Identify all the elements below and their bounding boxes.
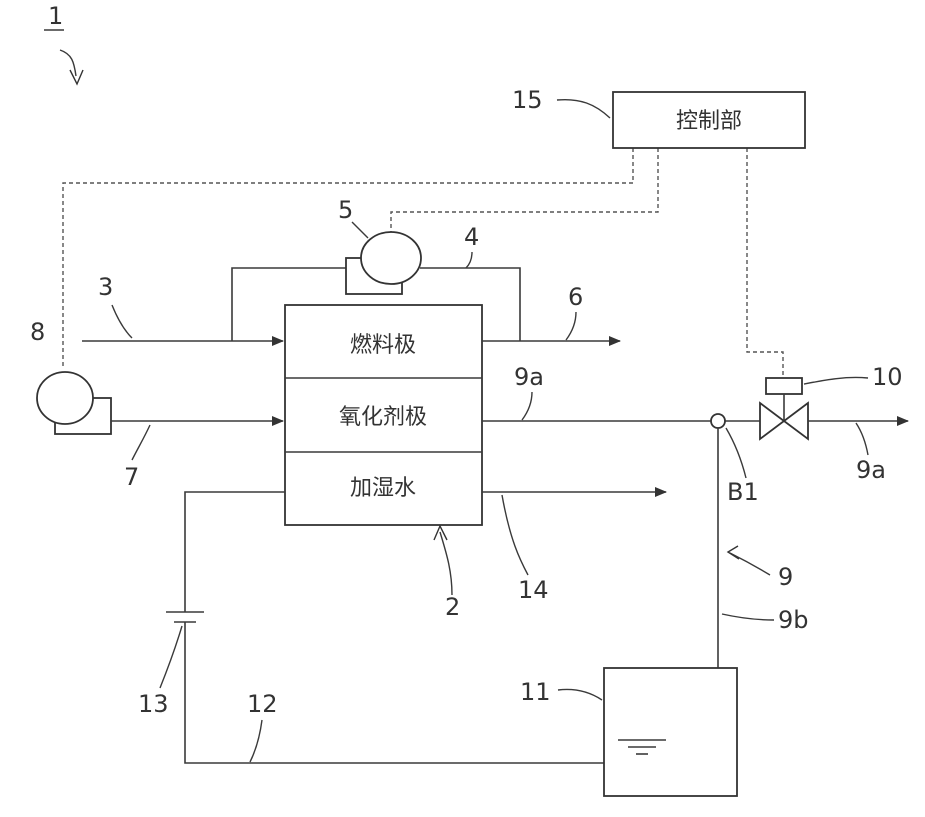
valve-body-left: [760, 403, 784, 439]
label-6-leader: [566, 312, 576, 340]
label-10-leader: [804, 377, 868, 384]
drain-line: 9a B1 10 9a 9 9b: [482, 363, 908, 668]
label-9a-upstream: 9a: [514, 363, 544, 391]
label-7-leader: [132, 425, 150, 460]
label-3-leader: [112, 305, 132, 338]
label-13-leader: [160, 626, 182, 688]
label-15: 15: [512, 86, 543, 114]
drain-valve: [760, 378, 808, 439]
system-reference: 1: [44, 2, 83, 84]
controller-label: 控制部: [676, 109, 742, 134]
label-1: 1: [48, 2, 63, 30]
humidifying-water-circuit: 14 13 12 11: [138, 492, 737, 796]
label-2-leader: [440, 532, 452, 595]
label-6: 6: [568, 283, 583, 311]
label-5: 5: [338, 196, 353, 224]
branch-point-b1-marker: [711, 414, 725, 428]
label-8: 8: [30, 318, 45, 346]
label-9a-downstream: 9a: [856, 456, 886, 484]
label-3: 3: [98, 273, 113, 301]
label-9b-leader: [722, 614, 774, 620]
label-12: 12: [247, 690, 278, 718]
control-line-to-valve: [747, 148, 783, 377]
label-9a-upstream-leader: [522, 392, 532, 420]
label-14: 14: [518, 576, 549, 604]
label-13: 13: [138, 690, 169, 718]
air-pump-body: [37, 372, 93, 424]
label-7: 7: [124, 463, 139, 491]
label-1-arrowhead: [70, 70, 83, 84]
label-10: 10: [872, 363, 903, 391]
recirc-pump: [346, 232, 421, 294]
label-14-leader: [502, 495, 528, 575]
label-2: 2: [445, 593, 460, 621]
label-11-leader: [558, 689, 602, 700]
control-line-to-recirc-pump: [391, 148, 658, 236]
label-4-leader: [466, 252, 472, 268]
tank-box: [604, 668, 737, 796]
label-9: 9: [778, 563, 793, 591]
air-pump: [37, 372, 111, 434]
label-9b: 9b: [778, 606, 809, 634]
label-b1-leader: [726, 428, 746, 478]
water-tank: [604, 668, 737, 796]
oxidant-electrode-label: 氧化剂极: [339, 405, 427, 430]
label-5-leader: [352, 222, 368, 238]
water-supply-pipe-upper: [185, 492, 285, 612]
recirc-pump-body: [361, 232, 421, 284]
label-15-leader: [557, 100, 610, 118]
label-4: 4: [464, 223, 479, 251]
air-circuit: 8 7: [30, 318, 283, 491]
label-9a-downstream-leader: [856, 423, 868, 455]
humidifying-water-label: 加湿水: [350, 476, 416, 501]
fuel-electrode-label: 燃料极: [350, 333, 416, 358]
valve-body-right: [784, 403, 808, 439]
label-11: 11: [520, 678, 551, 706]
label-12-leader: [250, 720, 262, 762]
fuel-cell-stack: 燃料极 氧化剂极 加湿水 2: [285, 305, 482, 621]
label-b1: B1: [727, 478, 759, 506]
valve-actuator: [766, 378, 802, 394]
label-1-leader: [60, 50, 76, 76]
controller: 控制部 15: [512, 86, 805, 148]
